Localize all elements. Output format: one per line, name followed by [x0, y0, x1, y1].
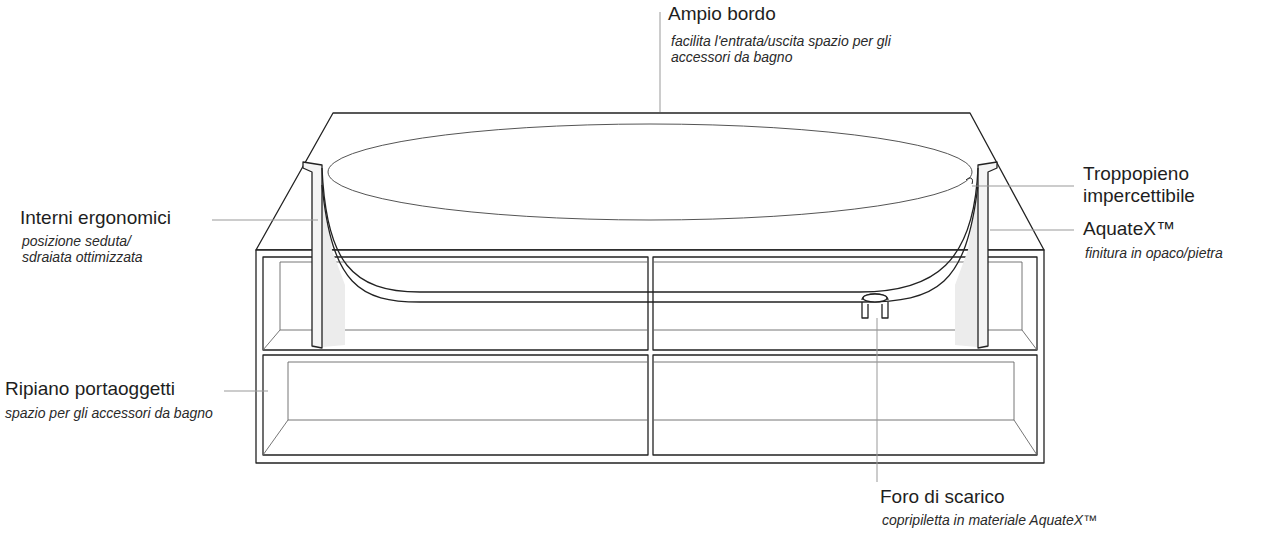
tub-opening [328, 124, 972, 220]
callout-note: facilita l'entrata/uscita spazio per gli… [671, 33, 921, 65]
callout-note: finitura in opaco/pietra [1085, 245, 1223, 261]
tub-front-face [256, 250, 1044, 463]
callout-note: posizione seduta/ sdraiata ottimizzata [22, 233, 172, 265]
callout-title: Troppopieno impercettibile [1083, 163, 1243, 207]
drain-symbol [862, 294, 888, 318]
overflow-symbol [966, 178, 973, 184]
section-wall-right [978, 162, 997, 348]
section-wall-left [303, 162, 322, 348]
tub-profile-outer [322, 185, 978, 302]
tub-top-surface [256, 113, 1044, 250]
callout-title: Foro di scarico [880, 486, 1005, 508]
callout-title: Ripiano portaoggetti [5, 378, 175, 400]
tub-profile-inner [322, 168, 978, 292]
callout-title: AquateX™ [1083, 218, 1175, 240]
shelf-depth-lines [263, 262, 1037, 455]
callout-note: spazio per gli accessori da bagno [5, 405, 213, 421]
callout-title: Interni ergonomici [20, 207, 171, 229]
leader-lines [212, 12, 1074, 482]
callout-note: copripiletta in materiale AquateX™ [882, 512, 1097, 528]
callout-title: Ampio bordo [668, 3, 776, 25]
